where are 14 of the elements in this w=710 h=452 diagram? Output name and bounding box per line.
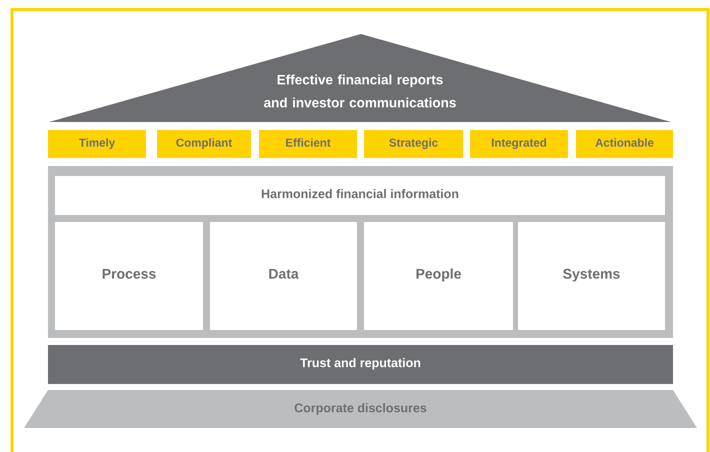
pillar-label: Efficient — [259, 130, 357, 158]
pillar-box: Data — [210, 222, 357, 330]
pillar-box: People — [364, 222, 513, 330]
pillar-box: Systems — [518, 222, 665, 330]
information-band: Harmonized financial information — [55, 176, 665, 215]
roof-triangle: Effective financial reports and investor communications — [49, 34, 671, 122]
pillar-label: Actionable — [576, 130, 673, 158]
foundation-band: Trust and reputation — [48, 345, 673, 384]
base-trapezoid: Corporate disclosures — [24, 390, 697, 428]
pillar-label: Integrated — [470, 130, 568, 158]
pillar-label: Compliant — [157, 130, 251, 158]
pillar-label: Timely — [48, 130, 146, 158]
pillar-box: Process — [55, 222, 203, 330]
pillar-label: Strategic — [364, 130, 463, 158]
